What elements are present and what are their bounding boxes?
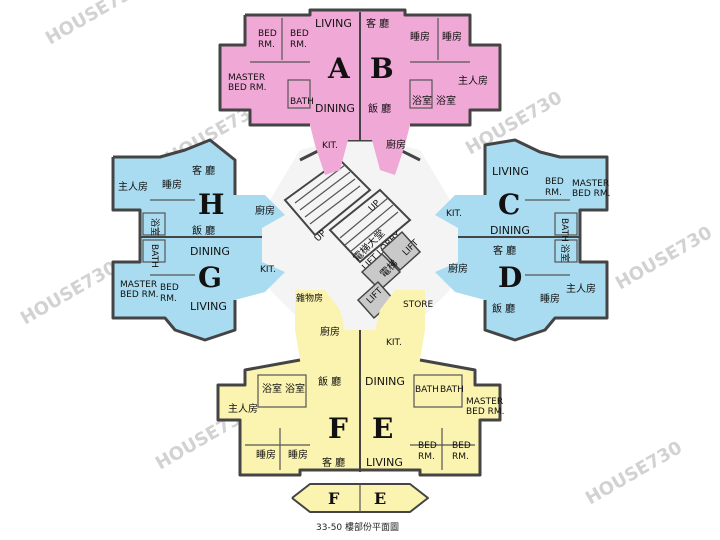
- watermark-bottom-right: HOUSE730: [582, 437, 686, 509]
- bedroom-label: BED: [452, 441, 471, 451]
- kitchen-label: KIT.: [446, 209, 462, 219]
- master-bedroom-label: BED RM.: [120, 290, 159, 300]
- bedroom-label-zh: 睡房: [442, 30, 462, 43]
- key-plan-unit-e: E: [374, 489, 386, 508]
- bedroom-label: BED: [258, 29, 277, 39]
- plan-caption: 33-50 樓部份平面圖: [316, 521, 399, 533]
- store-label-zh: 雜物房: [296, 292, 323, 304]
- bath-label-zh: 浴室: [559, 244, 571, 262]
- master-bedroom-label: MASTER: [228, 73, 265, 83]
- staircase-right: [328, 188, 412, 264]
- living-label: LIVING: [190, 300, 227, 313]
- bath-label: BATH: [415, 385, 439, 395]
- master-bedroom-label-zh: 主人房: [566, 282, 596, 295]
- master-bedroom-label-zh: 主人房: [118, 180, 148, 193]
- bath-label: BATH: [290, 97, 314, 107]
- key-plan-unit-f: F: [328, 489, 340, 508]
- dining-label-zh: 飯 廳: [368, 102, 391, 115]
- unit-label-e: E: [372, 412, 393, 445]
- master-bedroom-label-zh: 主人房: [228, 402, 258, 415]
- bedroom-label-zh: 睡房: [410, 30, 430, 43]
- watermark-text: HOUSE730: [612, 222, 716, 294]
- bedroom-label: BED: [418, 441, 437, 451]
- wing-cd: LIVING BED RM. MASTER BED RM. C KIT. DIN…: [435, 138, 611, 342]
- staircase-left: [283, 158, 372, 237]
- bedroom-label: RM.: [258, 40, 275, 50]
- master-bedroom-label: BED RM.: [466, 407, 505, 417]
- bedroom-label: RM.: [418, 452, 435, 462]
- wing-fe: 雜物房 STORE 廚房 KIT. 飯 廳 DINING 浴室 浴室 BATH …: [216, 290, 505, 477]
- living-label-zh: 客 廳: [322, 456, 345, 469]
- master-bedroom-label: BED RM.: [228, 83, 267, 93]
- living-label-zh: 客 廳: [192, 164, 215, 177]
- unit-label-b: B: [370, 52, 394, 85]
- bedroom-label: BED: [290, 29, 309, 39]
- master-bedroom-label: MASTER: [572, 179, 609, 189]
- unit-label-a: A: [327, 52, 351, 85]
- bath-label: BATH: [440, 385, 464, 395]
- living-label-zh: 客 廳: [366, 17, 389, 30]
- bath-label-zh: 浴室: [149, 218, 161, 236]
- kitchen-label-zh: 廚房: [386, 138, 406, 151]
- kitchen-label-zh: 廚房: [448, 262, 468, 275]
- bedroom-label: RM.: [545, 188, 562, 198]
- living-label: LIVING: [315, 17, 352, 30]
- bedroom-label-zh: 睡房: [162, 178, 182, 191]
- bath-label-zh: 浴室: [262, 382, 282, 395]
- kitchen-label: KIT.: [260, 265, 276, 275]
- unit-label-d: D: [498, 261, 522, 294]
- dining-label: DINING: [365, 375, 405, 388]
- master-bedroom-label: MASTER: [120, 280, 157, 290]
- wing-hg: 主人房 睡房 客 廳 H 飯 廳 廚房 浴室 BATH DINING G KIT…: [111, 138, 285, 342]
- kitchen-label-zh: 廚房: [255, 204, 275, 217]
- bath-label: BATH: [559, 218, 569, 242]
- store-label: STORE: [403, 300, 434, 310]
- unit-label-f: F: [328, 412, 348, 445]
- bath-label-zh: 浴室: [285, 382, 305, 395]
- bedroom-label: BED: [545, 177, 564, 187]
- unit-label-h: H: [198, 188, 224, 221]
- watermark-text: HOUSE730: [582, 437, 686, 509]
- bedroom-label: BED: [160, 283, 179, 293]
- watermark-text: HOUSE730: [17, 257, 121, 329]
- kitchen-label-zh: 廚房: [320, 325, 340, 338]
- dining-label-zh: 飯 廳: [492, 302, 515, 315]
- key-plan: F E: [291, 483, 429, 513]
- dining-label: DINING: [190, 245, 230, 258]
- kitchen-label: KIT.: [386, 338, 402, 348]
- kitchen-label: KIT.: [322, 141, 338, 151]
- bedroom-label: RM.: [452, 452, 469, 462]
- bedroom-label-zh: 睡房: [288, 448, 308, 461]
- watermark-text: HOUSE730: [42, 0, 146, 49]
- living-label-zh: 客 廳: [493, 244, 516, 257]
- dining-label-zh: 飯 廳: [318, 375, 341, 388]
- bath-label: BATH: [149, 244, 159, 268]
- unit-label-g: G: [198, 261, 222, 294]
- watermark-top-left: HOUSE730: [42, 0, 146, 49]
- living-label: LIVING: [492, 165, 529, 178]
- kitchen-label-zh-vertical: 廚房: [320, 325, 340, 338]
- bath-label-zh: 浴室: [436, 94, 456, 107]
- watermark-right: HOUSE730: [612, 222, 716, 294]
- lift-shafts: LIFT 電梯 LIFT: [356, 230, 421, 320]
- dining-label-zh: 飯 廳: [192, 224, 215, 237]
- watermark-far-left: HOUSE730: [17, 257, 121, 329]
- unit-label-c: C: [498, 188, 520, 221]
- bedroom-label: RM.: [160, 294, 177, 304]
- master-bedroom-label-zh: 主人房: [458, 74, 488, 87]
- central-core: UP UP 電梯大堂 LIFT LOBBY LIFT 電梯 LIFT: [250, 138, 470, 330]
- dining-label: DINING: [490, 224, 530, 237]
- bedroom-label: RM.: [290, 40, 307, 50]
- bedroom-label-zh: 睡房: [540, 292, 560, 305]
- master-bedroom-label: MASTER: [466, 397, 503, 407]
- master-bedroom-label: BED RM.: [572, 189, 611, 199]
- living-label: LIVING: [366, 456, 403, 469]
- bath-label-zh: 浴室: [412, 94, 432, 107]
- wing-ab: LIVING 客 廳 A B DINING 飯 廳 BED RM. BED RM…: [218, 8, 502, 175]
- dining-label: DINING: [315, 102, 355, 115]
- bedroom-label-zh: 睡房: [256, 448, 276, 461]
